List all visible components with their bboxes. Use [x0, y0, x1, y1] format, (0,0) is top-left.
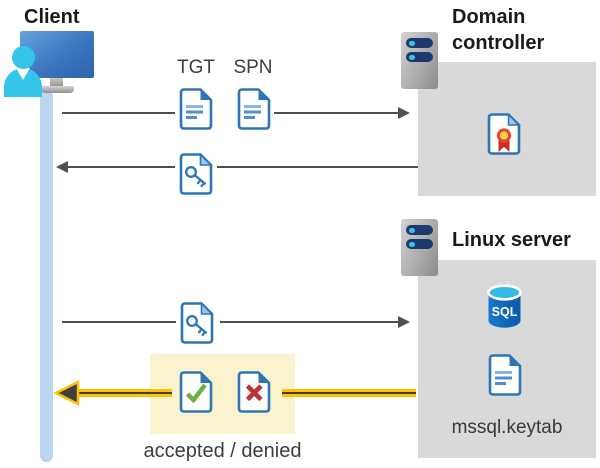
arrowhead-right-icon: [398, 107, 410, 119]
spn-document-icon: [237, 88, 271, 130]
result-caption: accepted / denied: [143, 440, 302, 462]
linux-server-server-icon: [401, 219, 438, 276]
server-led-icon: [409, 241, 415, 247]
key-document-icon: [180, 301, 214, 344]
result-highlight-box: [150, 354, 295, 434]
server-led-icon: [409, 54, 415, 60]
person-head: [12, 46, 35, 69]
tgt-document-icon: [179, 88, 213, 130]
monitor-stand-neck: [50, 78, 63, 87]
person-collar-notch: [16, 68, 30, 80]
highlighted-arrowhead-left-icon: [53, 379, 80, 407]
certificate-document-icon: [487, 112, 521, 155]
sql-badge-text: SQL: [492, 305, 518, 319]
denied-x-document-icon: [237, 371, 271, 413]
client-label: Client: [24, 6, 80, 28]
arrowhead-right-icon: [398, 316, 410, 328]
accepted-check-document-icon: [179, 371, 213, 413]
client-timeline-bar: [40, 90, 53, 462]
server-led-icon: [409, 227, 415, 233]
keytab-document-icon: [488, 354, 522, 396]
linux-server-label: Linux server: [452, 229, 571, 251]
keytab-filename-label: mssql.keytab: [451, 417, 563, 438]
arrowhead-left-icon: [56, 161, 68, 173]
spn-label: SPN: [233, 57, 273, 78]
domain-controller-label: Domain controller: [452, 6, 545, 54]
domain-controller-server-icon: [401, 32, 438, 89]
server-led-icon: [409, 40, 415, 46]
sql-database-icon: SQL: [487, 284, 522, 328]
key-document-icon: [179, 152, 213, 195]
tgt-label: TGT: [177, 57, 215, 78]
monitor-stand-base: [41, 86, 74, 93]
